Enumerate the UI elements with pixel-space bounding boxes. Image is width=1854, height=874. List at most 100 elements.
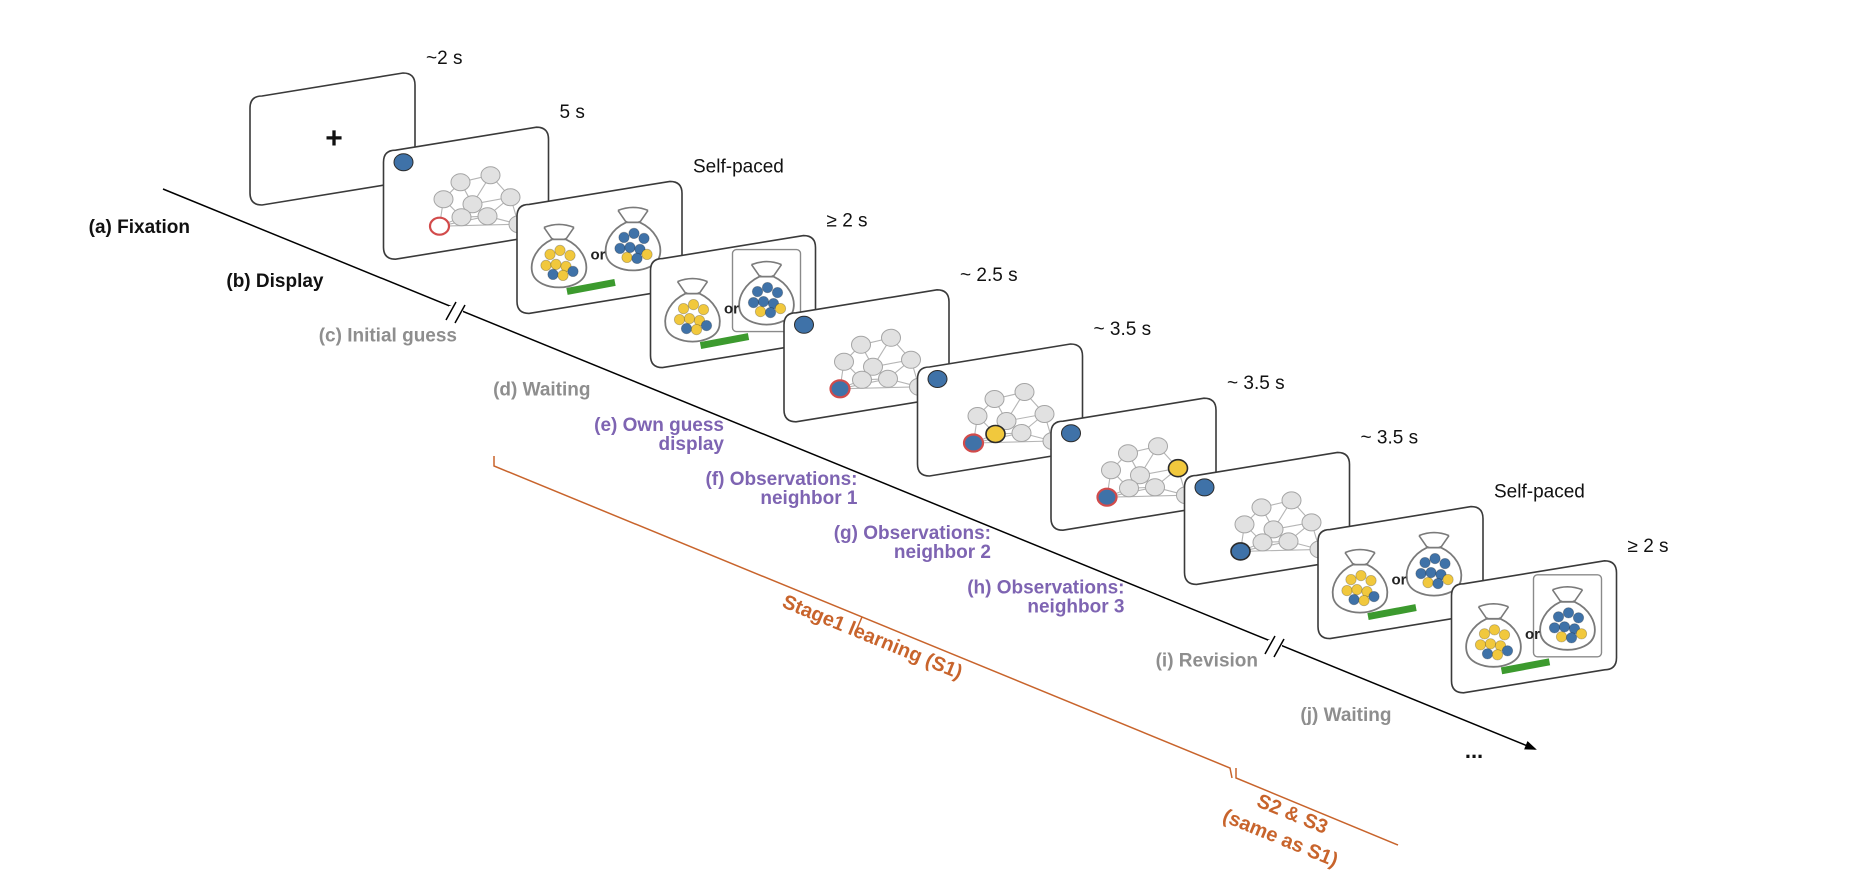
network-graph-g xyxy=(1096,437,1196,507)
step-label-4-line-1: display xyxy=(659,434,725,455)
axis-break-mark-1 xyxy=(445,301,466,324)
self-node xyxy=(1096,487,1118,507)
bag-icon-blue-majority xyxy=(604,206,662,272)
bead xyxy=(1488,624,1501,636)
or-label: or xyxy=(1392,572,1407,589)
bead xyxy=(1548,622,1561,634)
step-label-0-line-0: (a) Fixation xyxy=(89,217,190,238)
bead xyxy=(567,265,579,277)
network-node xyxy=(851,335,871,354)
neighbor-node-blue xyxy=(1230,542,1251,561)
selection-box xyxy=(731,248,802,333)
step-label-1-line-0: (b) Display xyxy=(226,271,324,292)
bead xyxy=(774,302,787,315)
network-graph-h xyxy=(1230,491,1330,561)
network-node xyxy=(1011,424,1032,442)
bag-icon-blue-majority xyxy=(1405,531,1463,597)
bead xyxy=(697,303,710,316)
neighbor-node-yellow xyxy=(1167,458,1189,478)
bead xyxy=(1474,639,1487,651)
screen-j: ≥ 2 sor xyxy=(1450,536,1669,694)
step-label-2-line-0: (c) Initial guess xyxy=(319,325,457,346)
bead xyxy=(1562,607,1575,619)
step-label-5-line-1: neighbor 1 xyxy=(760,488,858,509)
bead xyxy=(564,249,576,261)
step-label-7-line-0: (h) Observations: xyxy=(967,577,1124,598)
step-labels: (a) Fixation (b) Display (c) Initial guess… xyxy=(89,217,1392,726)
own-color-bead xyxy=(794,315,814,334)
bead xyxy=(624,241,636,253)
confirm-bar xyxy=(1367,604,1417,621)
duration-e: ~ 2.5 s xyxy=(960,265,1018,286)
bead xyxy=(690,323,703,336)
network-node xyxy=(480,166,501,185)
network-node xyxy=(1119,479,1139,498)
bead xyxy=(687,298,700,311)
network-node xyxy=(878,369,898,388)
step-label-7-line-1: neighbor 3 xyxy=(1027,596,1124,617)
bead xyxy=(1351,583,1363,596)
network-node xyxy=(863,357,883,376)
duration-i: Self-paced xyxy=(1494,482,1585,503)
stage23-bracket: S2 & S3 (same as S1) xyxy=(1219,768,1399,872)
duration-h: ~ 3.5 s xyxy=(1361,427,1419,448)
bead xyxy=(747,296,760,309)
network-node xyxy=(1034,405,1055,423)
network-graph-f xyxy=(962,383,1063,453)
bead xyxy=(1491,649,1504,661)
network-node xyxy=(1234,515,1255,534)
bead xyxy=(544,248,556,260)
bag-icon-yellow-majority xyxy=(530,223,588,289)
screen-h: ~ 3.5 s xyxy=(1183,427,1419,586)
duration-f: ~ 3.5 s xyxy=(1094,319,1152,340)
own-color-bead xyxy=(393,153,414,172)
network-node xyxy=(1148,437,1168,456)
network-node xyxy=(462,195,483,214)
or-label: or xyxy=(591,246,606,263)
network-node xyxy=(967,407,988,425)
bead xyxy=(700,319,713,332)
step-label-8-line-0: (i) Revision xyxy=(1156,651,1258,672)
step-label-9-line-0: (j) Waiting xyxy=(1300,705,1391,726)
network-node xyxy=(984,390,1005,408)
network-node xyxy=(1281,491,1302,510)
bead xyxy=(1442,573,1454,586)
network-node xyxy=(1014,383,1035,401)
network-node xyxy=(500,188,521,207)
bag-icon-yellow-majority xyxy=(664,277,721,343)
or-label: or xyxy=(1525,626,1540,643)
bead xyxy=(1565,632,1578,644)
bead xyxy=(614,242,626,254)
screen-g: ~ 3.5 s xyxy=(1050,373,1285,532)
network-node xyxy=(1145,478,1165,497)
selection-box xyxy=(1532,574,1603,658)
confirm-bar xyxy=(1500,658,1551,675)
network-node xyxy=(1251,498,1272,517)
step-label-4-line-0: (e) Own guess xyxy=(594,415,724,436)
network-node xyxy=(1130,466,1150,485)
confirm-bar xyxy=(566,278,616,295)
bead xyxy=(550,258,562,270)
bead xyxy=(1572,612,1585,624)
bag-icon-yellow-majority xyxy=(1465,602,1522,668)
bead xyxy=(631,252,643,264)
bead xyxy=(1501,645,1514,657)
bead xyxy=(1575,628,1588,640)
bead xyxy=(638,232,650,244)
screen-e: ~ 2.5 s xyxy=(783,265,1018,423)
own-color-bead xyxy=(1194,478,1215,497)
bead xyxy=(641,248,653,260)
bead xyxy=(1555,631,1568,643)
bead xyxy=(1419,556,1431,569)
bead xyxy=(1341,584,1353,597)
bead xyxy=(754,305,767,318)
network-graph-b xyxy=(428,166,529,236)
network-node xyxy=(834,352,854,371)
bead xyxy=(540,259,552,271)
bead xyxy=(1348,593,1360,606)
bead xyxy=(1432,577,1444,590)
duration-g: ~ 3.5 s xyxy=(1227,373,1285,394)
bead xyxy=(751,285,764,298)
bead xyxy=(1355,569,1367,582)
